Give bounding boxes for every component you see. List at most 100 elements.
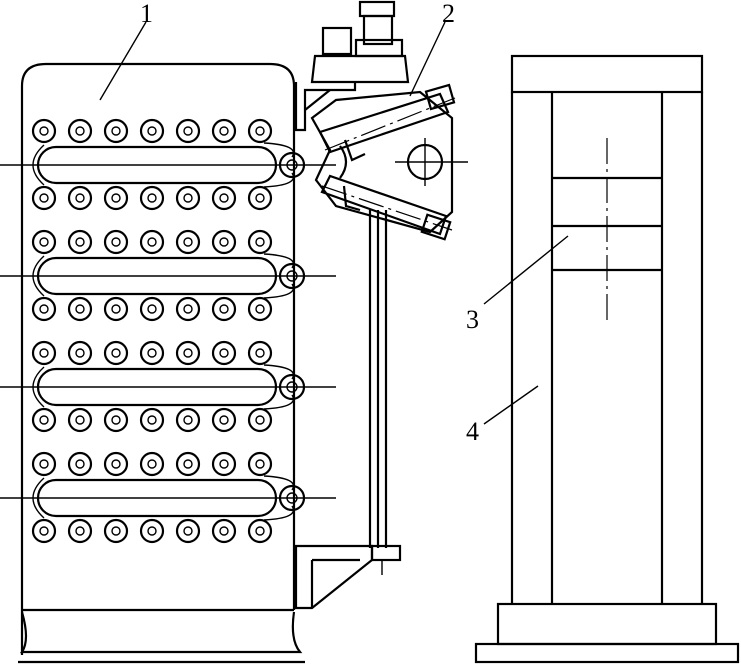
roller [175,407,201,433]
roller-cabinet [18,62,305,664]
roller-hub [219,415,229,425]
roller-group [0,118,336,211]
roller [103,451,129,477]
roller-groups [0,118,336,544]
roller [247,451,273,477]
roller [67,296,93,322]
roller-hub [39,526,49,536]
belt-arc-right [263,253,295,269]
drive-pulley-hub [286,159,298,171]
roller [247,407,273,433]
roller [139,296,165,322]
roller [211,185,237,211]
roller [247,340,273,366]
roller [247,118,273,144]
belt-arc-right [263,142,295,158]
roller-hub [183,126,193,136]
roller [31,118,57,144]
roller [103,340,129,366]
roller-hub [75,348,85,358]
roller [175,451,201,477]
roller [175,296,201,322]
roller [175,118,201,144]
roller [103,518,129,544]
drive-pulley [278,373,306,401]
belt-arc-right [263,172,295,188]
roller-hub [39,237,49,247]
roller-hub [183,459,193,469]
roller-hub [111,193,121,203]
roller [211,118,237,144]
roller [175,185,201,211]
roller [139,340,165,366]
drive-pulley-hub [286,270,298,282]
roller-hub [183,348,193,358]
drive-pulley-hub [286,381,298,393]
roller-hub [147,526,157,536]
callout-label: 1 [140,0,153,28]
roller-group [0,340,336,433]
roller [247,185,273,211]
roller-hub [111,526,121,536]
roller [211,407,237,433]
roller [103,118,129,144]
roller-group [0,451,336,544]
roller [31,296,57,322]
roller-hub [75,237,85,247]
belt-loop [36,367,278,407]
roller [211,229,237,255]
roller-hub [183,526,193,536]
roller-hub [75,459,85,469]
roller-hub [75,193,85,203]
callout-4: 4 [466,385,539,446]
belt-arc-left [32,255,45,297]
drive-pulley [278,151,306,179]
belt-arc-right [263,394,295,410]
roller-hub [255,126,265,136]
belt-arc-left [32,144,45,186]
roller-hub [219,193,229,203]
roller [103,296,129,322]
roller-hub [147,304,157,314]
roller-hub [39,459,49,469]
roller [103,407,129,433]
roller [67,407,93,433]
callout-label: 3 [466,305,479,334]
roller-hub [219,304,229,314]
roller-hub [75,526,85,536]
roller-hub [39,126,49,136]
roller [175,229,201,255]
roller-hub [183,237,193,247]
roller-hub [183,415,193,425]
roller-hub [39,348,49,358]
callout-3: 3 [466,235,569,334]
roller-hub [183,193,193,203]
drive-pulley [278,484,306,512]
belt-arc-right [263,364,295,380]
roller-hub [147,193,157,203]
roller [67,451,93,477]
roller-hub [255,526,265,536]
belt-arc-right [263,475,295,491]
belt-arc-right [263,283,295,299]
roller [211,296,237,322]
roller [103,185,129,211]
roller [139,118,165,144]
roller-hub [255,304,265,314]
roller [211,340,237,366]
roller [31,229,57,255]
roller-hub [219,459,229,469]
roller-hub [255,348,265,358]
roller [139,185,165,211]
roller-hub [255,415,265,425]
roller-hub [75,304,85,314]
roller [211,518,237,544]
roller-hub [255,459,265,469]
roller [175,518,201,544]
callout-label: 4 [466,417,479,446]
roller-hub [111,237,121,247]
roller-hub [147,348,157,358]
roller-hub [111,415,121,425]
roller [247,518,273,544]
